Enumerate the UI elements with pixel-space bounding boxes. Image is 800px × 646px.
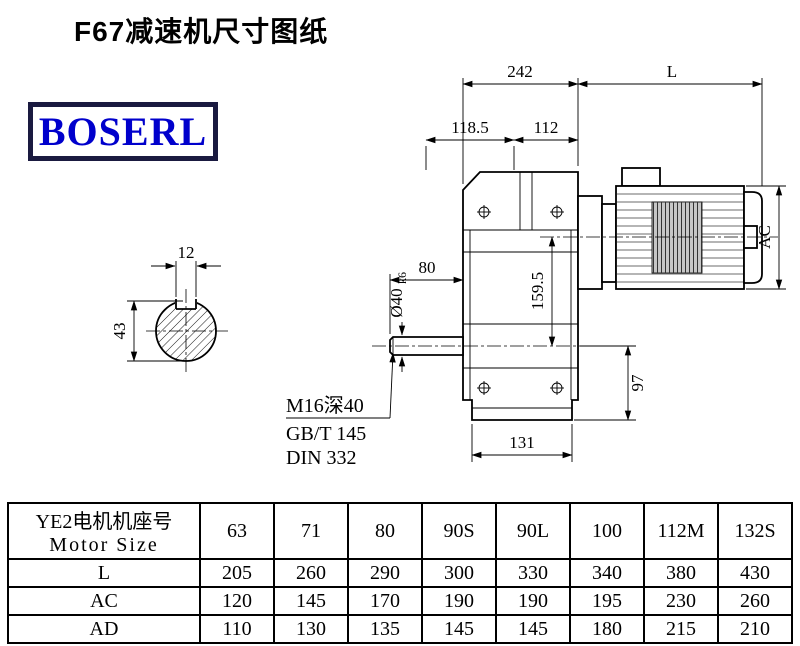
dim-131: 131 [471,424,573,462]
bolt-hole [550,381,564,395]
gearbox-housing [462,171,579,421]
table-cell: 145 [273,586,349,616]
dim-key-width-label: 12 [178,243,195,262]
dim-key-height-label: 43 [110,323,129,340]
standard-note-gbt: GB/T 145 [286,423,366,445]
table-cell: 190 [421,586,497,616]
bolt-hole [477,381,491,395]
motor-size-table: YE2电机机座号 Motor Size 63 71 80 90S 90L 100… [7,502,793,644]
table-cell: 205 [199,558,275,588]
table-cell: 170 [347,586,423,616]
table-cell: 190 [495,586,571,616]
table-cell: 71 [273,502,349,560]
dim-shaft-tolerance-label: k6 [395,272,409,284]
table-cell: 380 [643,558,719,588]
shaft-thread-note: M16深40 GB/T 145 DIN 332 [286,352,396,469]
table-cell: 145 [421,614,497,644]
table-cell: 130 [273,614,349,644]
dim-overall-width: 242 [462,62,579,184]
table-row-AD: AD 110 130 135 145 145 180 215 210 [7,614,793,644]
dim-159-5: 159.5 [528,236,556,347]
table-cell: 260 [717,586,793,616]
table-cell: 90S [421,502,497,560]
bolt-hole [477,205,491,219]
dim-shaft-length: 80 [389,258,464,334]
motor-size-header-en: Motor Size [49,534,159,556]
table-cell: 90L [495,502,571,560]
thread-note-label: M16深40 [286,394,364,417]
table-cell: 340 [569,558,645,588]
dim-overall-width-label: 242 [507,62,533,81]
standard-note-din: DIN 332 [286,447,357,469]
table-cell: 290 [347,558,423,588]
table-cell: 135 [347,614,423,644]
table-cell: 112M [643,502,719,560]
boserl-logo-text: BOSERL [38,108,208,154]
table-cell: 260 [273,558,349,588]
dim-118-5-label: 118.5 [451,118,489,137]
motor [540,167,778,290]
table-cell: 145 [495,614,571,644]
dim-motor-diameter: AC [746,185,786,290]
dim-shaft-diameter: Ø40 k6 [387,272,409,372]
terminal-box [621,167,661,187]
dim-motor-length: L [577,62,763,186]
table-row-L: L 205 260 290 300 330 340 380 430 [7,558,793,588]
table-cell: 180 [569,614,645,644]
table-cell: 120 [199,586,275,616]
gearbox-dimension-drawing: 12 43 242 L 118.5 [110,62,786,469]
dim-97-label: 97 [628,374,647,392]
dim-key-height: 43 [110,300,183,362]
table-cell: 63 [199,502,275,560]
table-cell: 132S [717,502,793,560]
table-header-row: YE2电机机座号 Motor Size 63 71 80 90S 90L 100… [7,502,793,560]
motor-size-header-cn: YE2电机机座号 [35,511,173,533]
output-shaft [372,336,612,356]
row-label-AD: AD [7,614,201,644]
dim-159-5-label: 159.5 [528,272,547,310]
table-cell: 80 [347,502,423,560]
row-label-L: L [7,558,201,588]
motor-size-header: YE2电机机座号 Motor Size [7,502,201,560]
boserl-logo: BOSERL [28,102,218,161]
table-cell: 300 [421,558,497,588]
dim-motor-diameter-label: AC [755,225,774,249]
dim-112: 112 [513,118,579,144]
table-cell: 210 [717,614,793,644]
table-cell: 430 [717,558,793,588]
table-row-AC: AC 120 145 170 190 190 195 230 260 [7,586,793,616]
dim-112-label: 112 [534,118,559,137]
dim-motor-length-label: L [667,62,677,81]
dim-shaft-diameter-label: Ø40 [387,288,406,317]
page-title: F67减速机尺寸图纸 [74,16,329,47]
table-cell: 215 [643,614,719,644]
table-cell: 100 [569,502,645,560]
table-cell: 110 [199,614,275,644]
table-cell: 330 [495,558,571,588]
table-cell: 195 [569,586,645,616]
dim-131-label: 131 [509,433,535,452]
table-cell: 230 [643,586,719,616]
row-label-AC: AC [7,586,201,616]
bolt-hole [550,205,564,219]
shaft-cross-section [146,289,228,373]
dim-97: 97 [574,345,647,421]
dim-key-width: 12 [151,243,221,297]
dim-shaft-length-label: 80 [419,258,436,277]
dim-118-5: 118.5 [425,118,515,170]
